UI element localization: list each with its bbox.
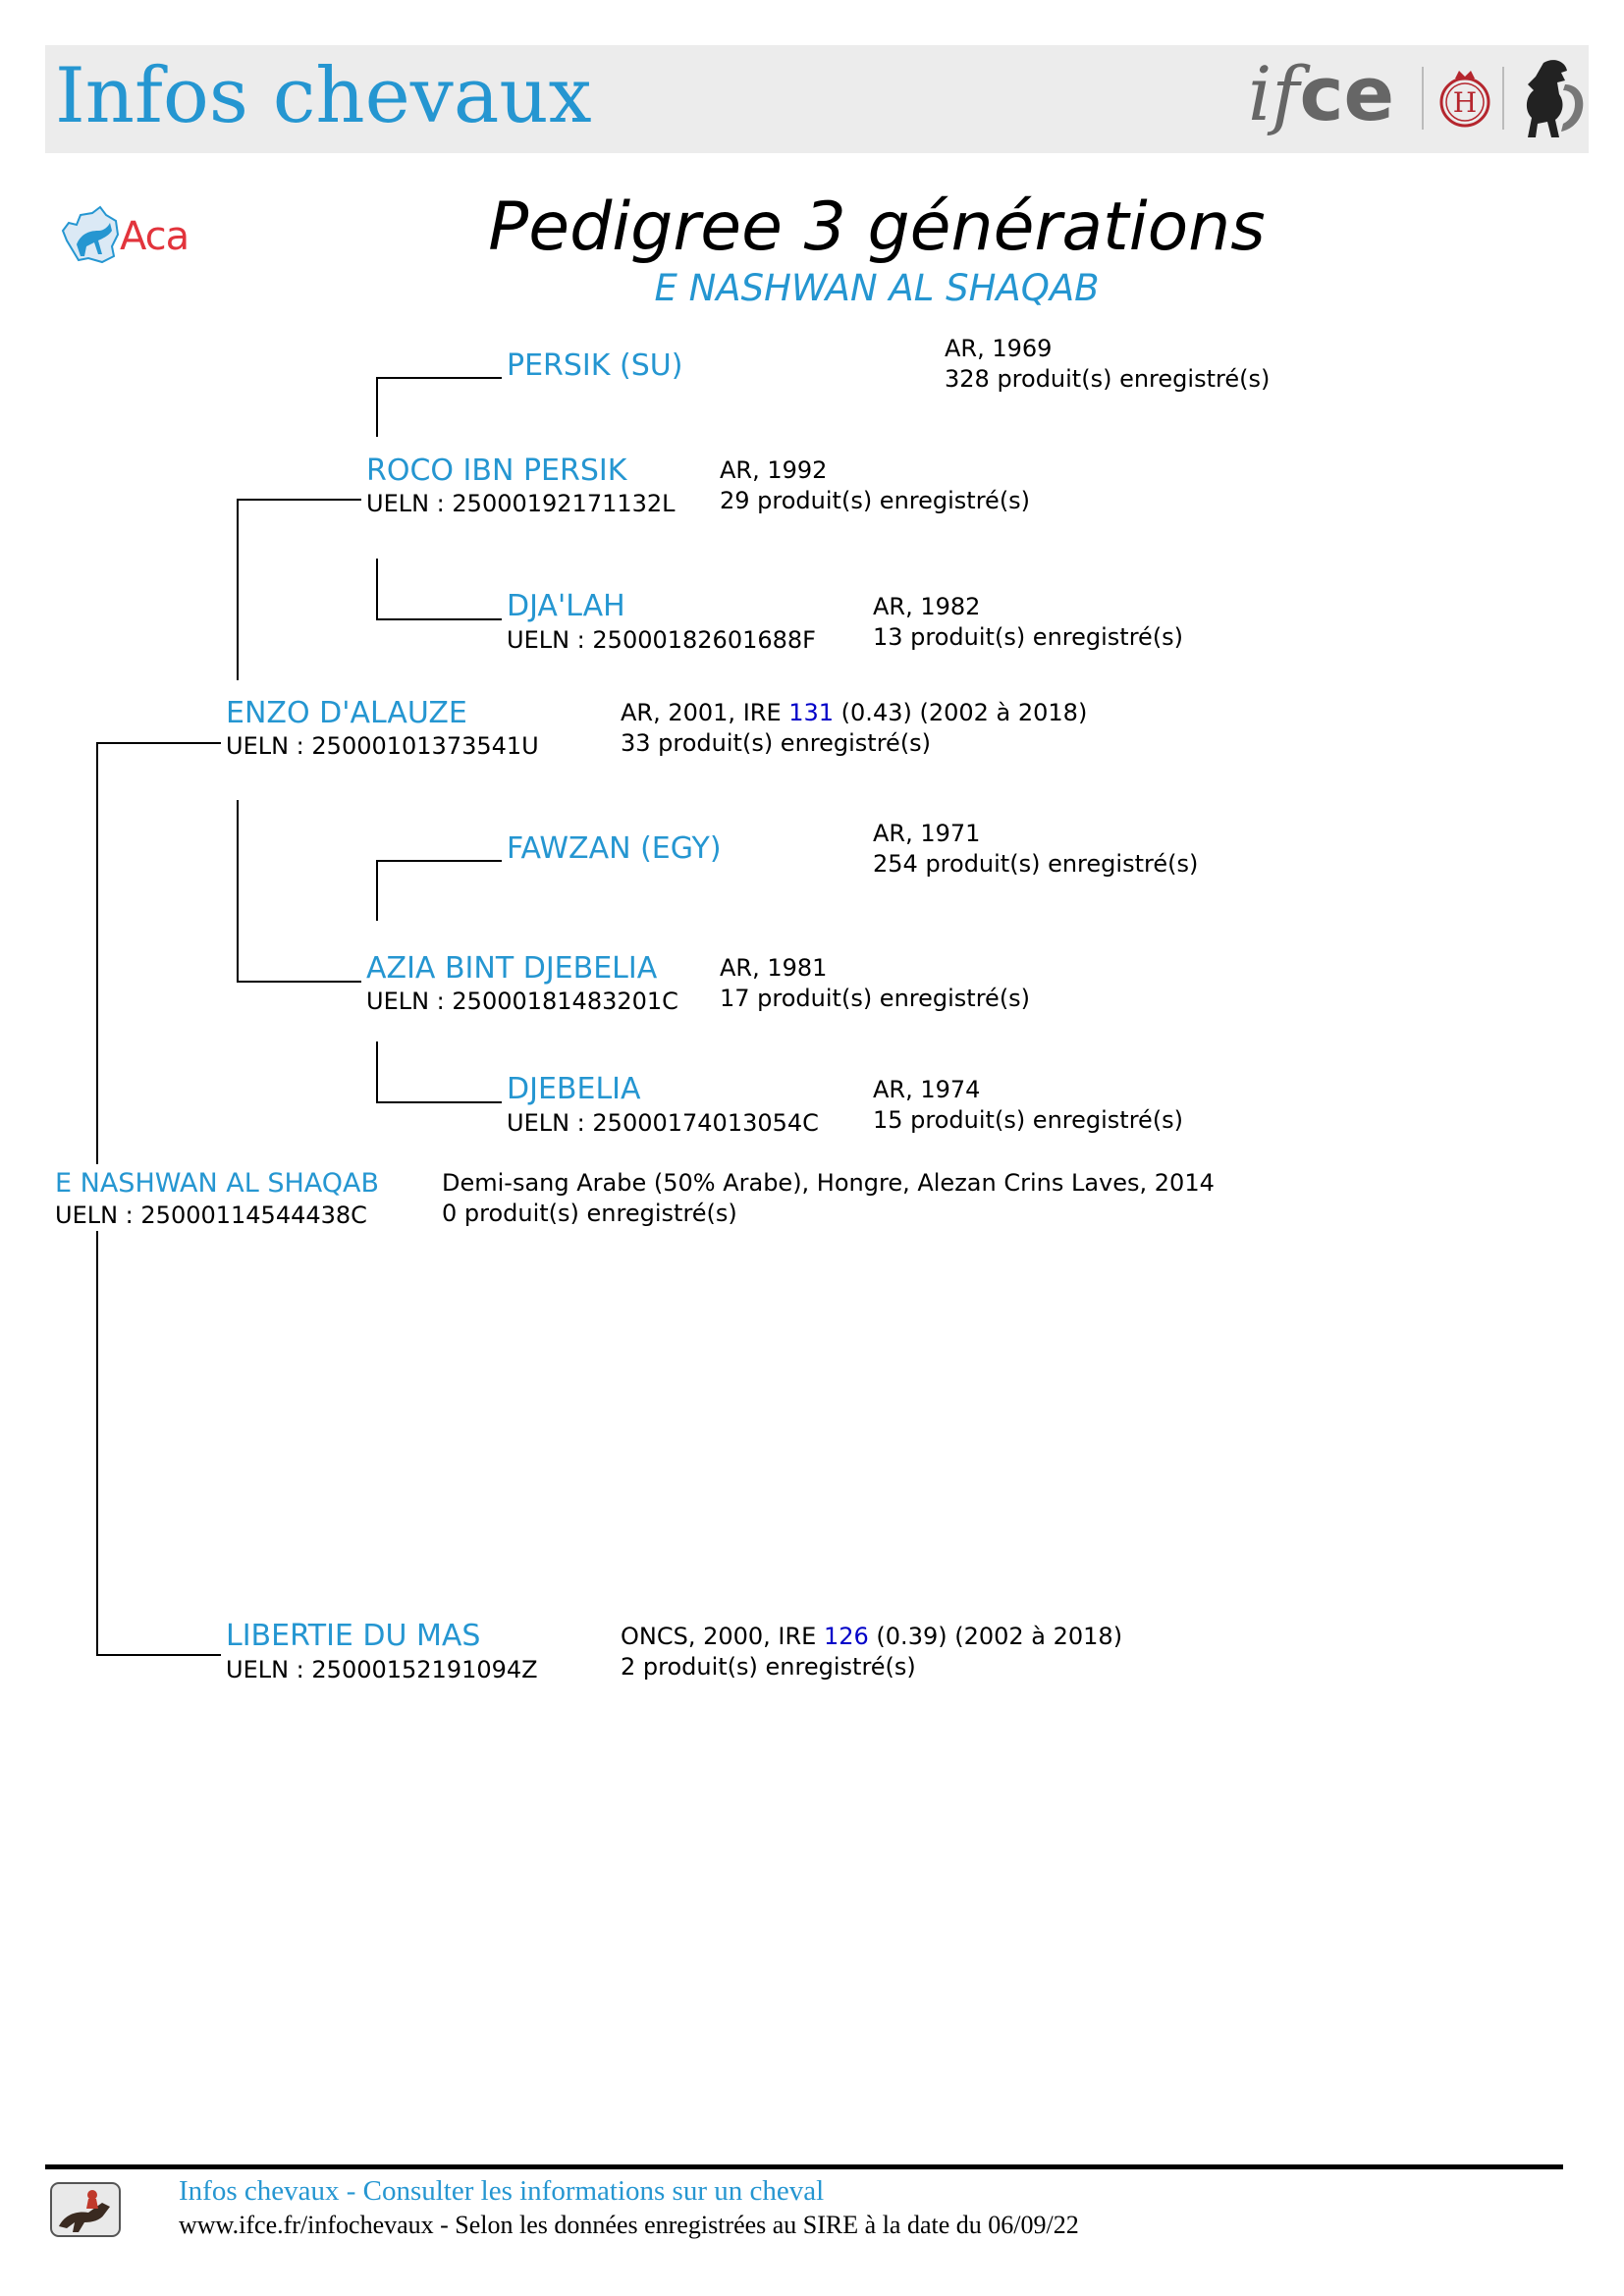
tree-line bbox=[237, 981, 361, 983]
tree-line bbox=[376, 860, 502, 862]
horse-link-libertie-du-mas[interactable]: LIBERTIE DU MAS bbox=[226, 1619, 481, 1653]
horse-ueln: UELN : 25000182601688F bbox=[507, 626, 816, 654]
horse-info: 254 produit(s) enregistré(s) bbox=[873, 850, 1199, 878]
horse-info: 33 produit(s) enregistré(s) bbox=[621, 729, 932, 757]
page-title: Pedigree 3 générations bbox=[488, 188, 1266, 266]
horse-info: 29 produit(s) enregistré(s) bbox=[720, 487, 1031, 514]
horse-info: 17 produit(s) enregistré(s) bbox=[720, 985, 1031, 1012]
horse-ueln: UELN : 25000152191094Z bbox=[226, 1656, 538, 1683]
tree-line bbox=[376, 377, 378, 437]
horse-ueln: UELN : 25000174013054C bbox=[507, 1109, 819, 1137]
horse-info: AR, 1974 bbox=[873, 1076, 981, 1103]
page-subtitle: E NASHWAN AL SHAQAB bbox=[654, 267, 1100, 309]
tree-line bbox=[376, 618, 502, 620]
header-title: Infos chevaux bbox=[55, 52, 592, 140]
horse-link-subject[interactable]: E NASHWAN AL SHAQAB bbox=[55, 1168, 379, 1199]
horse-rider-icon bbox=[50, 2182, 121, 2237]
horse-ueln: UELN : 25000192171132L bbox=[366, 490, 676, 517]
horse-info: ONCS, 2000, IRE 126 (0.39) (2002 à 2018) bbox=[621, 1623, 1123, 1650]
horse-ueln: UELN : 25000101373541U bbox=[226, 732, 539, 760]
horse-link-roco-ibn-persik[interactable]: ROCO IBN PERSIK bbox=[366, 454, 627, 488]
tree-line bbox=[96, 742, 98, 1164]
horse-info: 328 produit(s) enregistré(s) bbox=[945, 365, 1271, 393]
horse-link-azia-bint-djebelia[interactable]: AZIA BINT DJEBELIA bbox=[366, 951, 658, 986]
horse-logo-icon bbox=[1526, 60, 1584, 137]
horse-ueln: UELN : 25000114544438C bbox=[55, 1201, 367, 1229]
ifce-logo: ifce bbox=[1248, 50, 1395, 137]
horse-info: AR, 1992 bbox=[720, 456, 828, 484]
header-banner: Infos chevaux ifce H bbox=[45, 45, 1589, 153]
horse-info: AR, 2001, IRE 131 (0.43) (2002 à 2018) bbox=[621, 699, 1088, 726]
aca-logo-icon bbox=[61, 205, 120, 264]
tree-line bbox=[376, 861, 378, 921]
horse-info: AR, 1981 bbox=[720, 954, 828, 982]
ire-link[interactable]: 126 bbox=[823, 1623, 869, 1650]
ire-link[interactable]: 131 bbox=[788, 699, 835, 726]
horse-link-enzo-dalauze[interactable]: ENZO D'ALAUZE bbox=[226, 696, 467, 730]
horse-info: 13 produit(s) enregistré(s) bbox=[873, 623, 1184, 651]
tree-line bbox=[237, 499, 361, 501]
tree-line bbox=[237, 499, 239, 680]
tree-line bbox=[96, 1231, 98, 1655]
footer-divider bbox=[45, 2164, 1563, 2169]
haras-h-logo-icon: H bbox=[1439, 71, 1490, 128]
tree-line bbox=[376, 1101, 502, 1103]
horse-link-djalah[interactable]: DJA'LAH bbox=[507, 589, 625, 623]
tree-line bbox=[237, 800, 239, 982]
horse-link-djebelia[interactable]: DJEBELIA bbox=[507, 1072, 641, 1106]
horse-ueln: UELN : 25000181483201C bbox=[366, 988, 678, 1015]
svg-text:H: H bbox=[1453, 86, 1477, 119]
horse-info: Demi-sang Arabe (50% Arabe), Hongre, Ale… bbox=[442, 1169, 1215, 1197]
horse-link-persik[interactable]: PERSIK (SU) bbox=[507, 348, 683, 383]
tree-line bbox=[96, 742, 221, 744]
tree-line bbox=[376, 559, 378, 619]
tree-line bbox=[376, 1041, 378, 1102]
logo-divider bbox=[1502, 67, 1504, 130]
horse-info: AR, 1969 bbox=[945, 335, 1053, 362]
logo-divider bbox=[1422, 67, 1424, 130]
horse-info: AR, 1971 bbox=[873, 820, 981, 847]
horse-info: 0 produit(s) enregistré(s) bbox=[442, 1200, 737, 1227]
footer-title: Infos chevaux - Consulter les informatio… bbox=[179, 2175, 825, 2207]
horse-link-fawzan[interactable]: FAWZAN (EGY) bbox=[507, 831, 722, 866]
tree-line bbox=[96, 1654, 221, 1656]
aca-logo-text: Aca bbox=[120, 214, 189, 259]
horse-info: 15 produit(s) enregistré(s) bbox=[873, 1106, 1184, 1134]
footer-source: www.ifce.fr/infochevaux - Selon les donn… bbox=[179, 2211, 1079, 2239]
horse-info: AR, 1982 bbox=[873, 593, 981, 620]
horse-info: 2 produit(s) enregistré(s) bbox=[621, 1653, 916, 1681]
tree-line bbox=[376, 377, 502, 379]
